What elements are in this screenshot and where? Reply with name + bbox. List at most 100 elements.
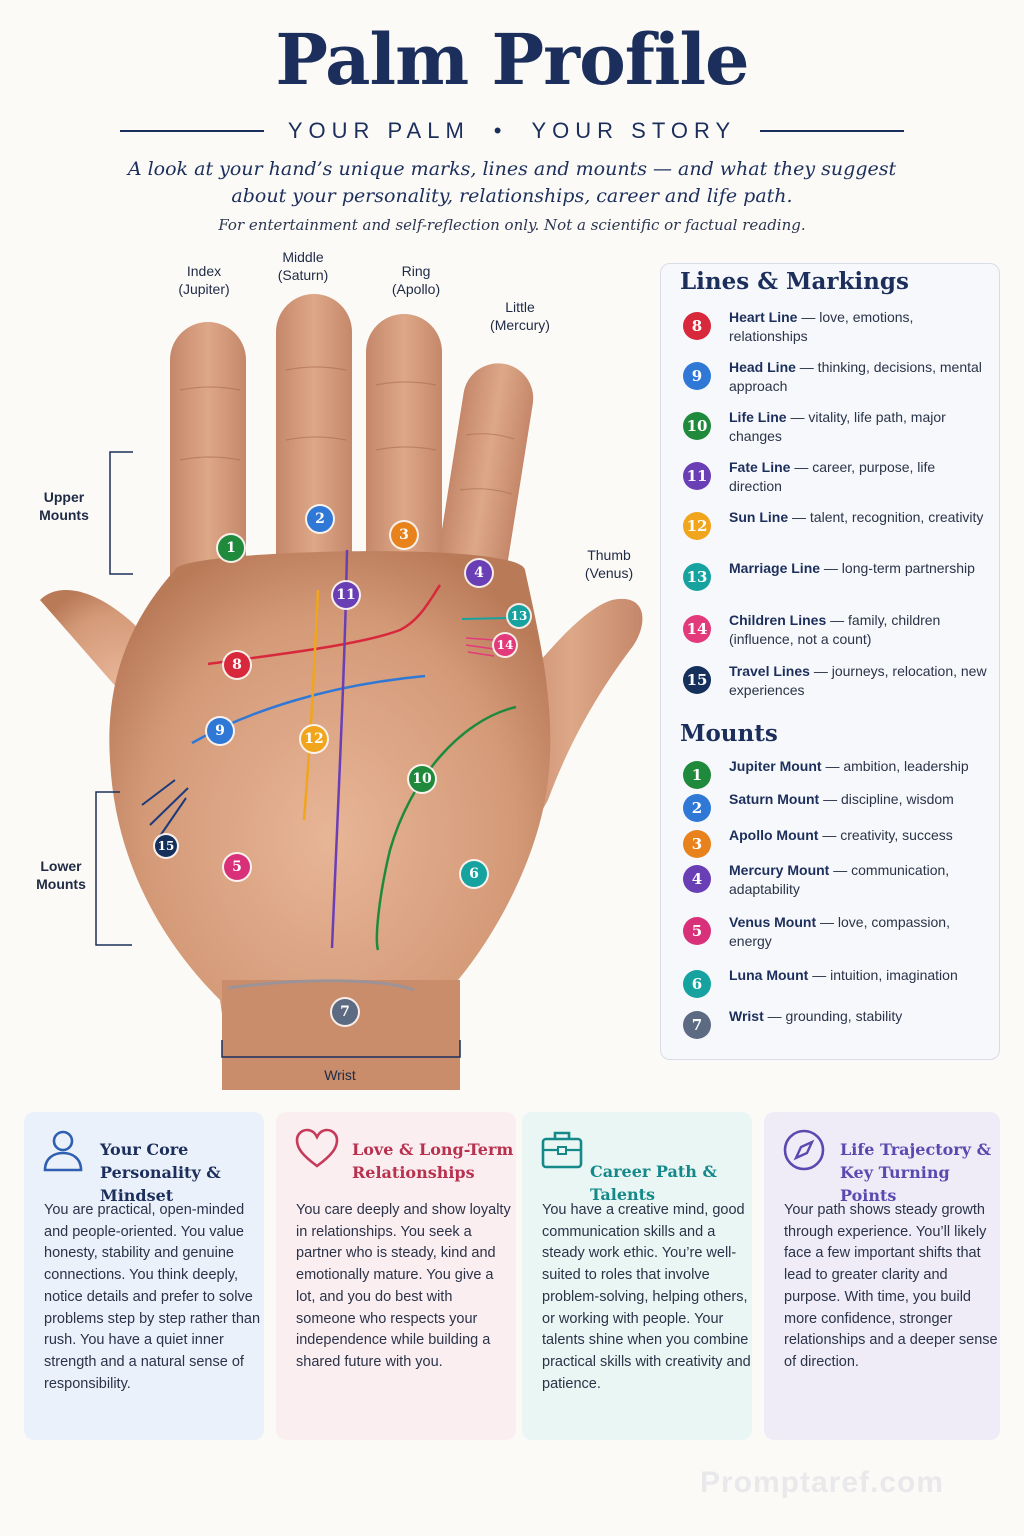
subtitle-left: YOUR PALM	[287, 118, 470, 143]
legend-text: Venus Mount — love, compassion, energy	[729, 913, 991, 951]
label-line: (Saturn)	[277, 267, 329, 283]
marker-number: 10	[412, 771, 432, 787]
legend-number-badge: 12	[683, 512, 711, 540]
travel-lines	[141, 779, 189, 837]
legend-item: 6 Luna Mount — intuition, imagination	[683, 967, 993, 1012]
legend-text: Saturn Mount — discipline, wisdom	[729, 790, 991, 809]
marker-12: 12	[301, 726, 327, 752]
marker-number: 7	[340, 1004, 350, 1020]
legend-item-name: Head Line	[729, 359, 796, 375]
legend-text: Head Line — thinking, decisions, mental …	[729, 358, 991, 396]
legend-item: 8 Heart Line — love, emotions, relationsh…	[683, 309, 993, 354]
legend-item-name: Luna Mount	[729, 967, 809, 983]
marker-number: 11	[336, 587, 356, 603]
lower-mounts-bracket	[95, 791, 132, 946]
marker-6: 6	[461, 861, 487, 887]
marker-4: 4	[466, 560, 492, 586]
legend-number-badge: 6	[683, 970, 711, 998]
legend-text: Heart Line — love, emotions, relationshi…	[729, 308, 991, 346]
legend-number-badge: 8	[683, 312, 711, 340]
card-body: You are practical, open-minded and peopl…	[44, 1202, 261, 1392]
card-body: You care deeply and show loyalty in rela…	[296, 1202, 511, 1370]
heart-line	[207, 584, 442, 666]
ring-finger	[366, 314, 442, 624]
legend-text: Apollo Mount — creativity, success	[729, 826, 991, 845]
wrist-bracket	[221, 1040, 461, 1058]
marker-10: 10	[409, 766, 435, 792]
label-line: Lower	[40, 858, 82, 874]
legend-number-badge: 4	[683, 865, 711, 893]
hand-illustration: Index (Jupiter) Middle (Saturn) Ring (Ap…	[0, 240, 660, 1100]
legend-text: Wrist — grounding, stability	[729, 1007, 991, 1026]
mounts-heading: Mounts	[680, 720, 778, 747]
legend-number-badge: 14	[683, 615, 711, 643]
label-line: (Jupiter)	[178, 281, 230, 297]
lower-mounts-label: Lower Mounts	[21, 857, 101, 893]
legend-number-badge: 5	[683, 917, 711, 945]
intro-line-2: about your personality, relationships, c…	[231, 185, 793, 207]
middle-finger-label: Middle (Saturn)	[248, 248, 358, 284]
legend-number-badge: 1	[683, 761, 711, 789]
marker-5: 5	[224, 854, 250, 880]
briefcase-icon	[541, 1131, 583, 1169]
card-title: Love & Long-Term Relationships	[352, 1140, 514, 1182]
card-body: Your path shows steady growth through ex…	[784, 1202, 998, 1370]
palm-image	[40, 294, 643, 1090]
person-icon	[43, 1130, 83, 1172]
label-line: Middle	[282, 249, 324, 265]
marker-14: 14	[494, 634, 516, 656]
card-love: Love & Long-Term Relationships You care …	[276, 1112, 516, 1440]
legend-item: 1 Jupiter Mount — ambition, leadership	[683, 758, 993, 803]
life-line	[375, 705, 517, 951]
legend-item-desc: — vitality, life path, major changes	[729, 409, 946, 444]
legend-item-name: Fate Line	[729, 459, 791, 475]
ring-finger-label: Ring (Apollo)	[361, 262, 471, 298]
marker-number: 4	[474, 565, 484, 581]
legend-item-name: Travel Lines	[729, 663, 810, 679]
marker-number: 3	[399, 527, 409, 543]
marker-number: 9	[215, 723, 225, 739]
marker-1: 1	[218, 535, 244, 561]
legend-item: 3 Apollo Mount — creativity, success	[683, 827, 993, 872]
legend-item-name: Jupiter Mount	[729, 758, 822, 774]
marker-8: 8	[224, 652, 250, 678]
legend-item-name: Children Lines	[729, 612, 827, 628]
label-line: Index	[186, 263, 222, 279]
upper-mounts-bracket	[109, 451, 133, 575]
marker-7: 7	[332, 999, 358, 1025]
page-title: Palm Profile	[275, 18, 749, 101]
label-line: (Mercury)	[490, 317, 550, 333]
watermark: Promptaref.com	[700, 1466, 945, 1499]
legend-item-desc: — ambition, leadership	[825, 758, 969, 774]
legend-item-desc: — intuition, imagination	[812, 967, 958, 983]
marker-number: 12	[304, 731, 324, 747]
disclaimer: For entertainment and self-reflection on…	[218, 216, 806, 234]
legend-item: 5 Venus Mount — love, compassion, energy	[683, 914, 993, 959]
marker-number: 6	[469, 866, 479, 882]
legend-item-desc: — grounding, stability	[767, 1008, 903, 1024]
heart-icon	[295, 1128, 339, 1168]
legend-item-desc: — career, purpose, life direction	[729, 459, 936, 494]
legend-item-name: Venus Mount	[729, 914, 817, 930]
card-body: You have a creative mind, good communica…	[542, 1202, 751, 1392]
legend-number-badge: 3	[683, 830, 711, 858]
label-line: Wrist	[324, 1067, 356, 1083]
legend-text: Jupiter Mount — ambition, leadership	[729, 757, 991, 776]
legend-number-badge: 13	[683, 563, 711, 591]
marker-number: 13	[510, 609, 528, 623]
label-line: Mounts	[36, 876, 86, 892]
legend-number-badge: 10	[683, 412, 711, 440]
label-line: Thumb	[587, 547, 631, 563]
palm	[109, 551, 551, 1070]
marker-number: 1	[226, 540, 236, 556]
subtitle-row: YOUR PALM • YOUR STORY	[120, 116, 905, 146]
left-divider	[120, 130, 264, 132]
label-line: Mounts	[39, 507, 89, 523]
marker-number: 2	[315, 511, 325, 527]
upper-mounts-label: Upper Mounts	[24, 488, 104, 524]
legend-item-name: Wrist	[729, 1008, 764, 1024]
